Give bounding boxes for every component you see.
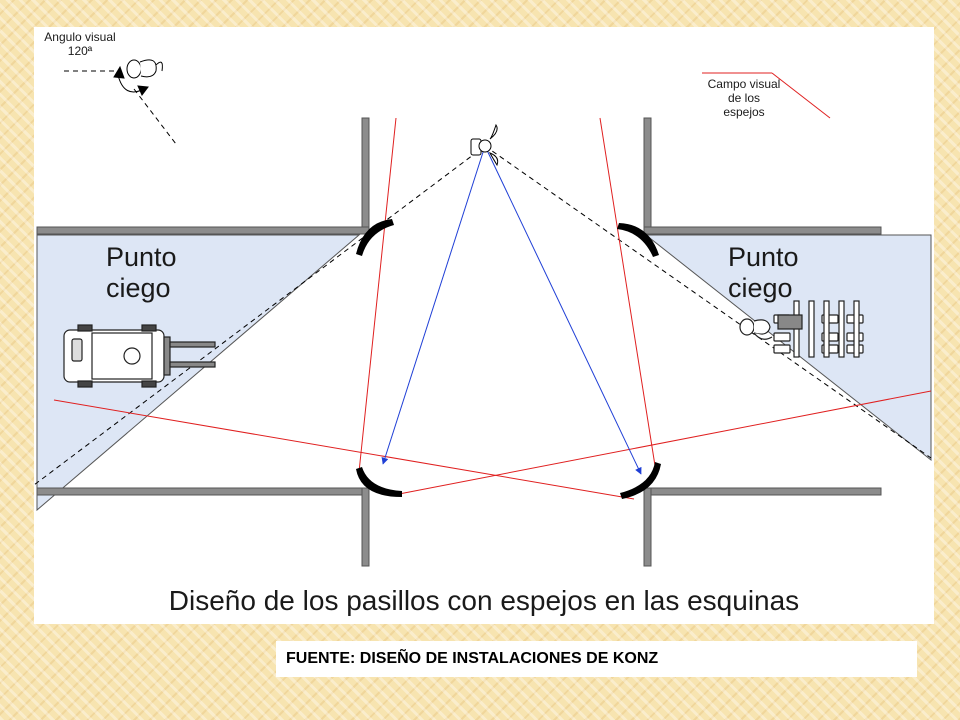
aisle-mirror-diagram	[34, 59, 932, 567]
mirror-top-left	[356, 219, 394, 256]
source-text: FUENTE: DISEÑO DE INSTALACIONES DE KONZ	[286, 650, 659, 667]
source-box: FUENTE: DISEÑO DE INSTALACIONES DE KONZ	[276, 641, 917, 677]
mirror-icon	[356, 219, 661, 499]
mirror-field-line1: Campo visual	[707, 77, 781, 91]
worker-icon	[739, 318, 773, 340]
vision-cone	[34, 145, 932, 486]
mirror-bottom-left	[356, 467, 402, 497]
mirror-bottom-right	[620, 462, 661, 499]
diagram-title: Diseño de los pasillos con espejos en la…	[168, 585, 800, 616]
blind-spot-left-text: Punto ciego	[106, 242, 177, 303]
visual-angle-label: Angulo visual 120ª	[30, 30, 130, 58]
slide-panel: Punto ciego Punto ciego Angulo visual 12…	[34, 27, 934, 624]
sight-arrows	[381, 145, 642, 475]
blind-spot-label-right: Punto ciego	[728, 242, 838, 304]
person-top-view-icon	[470, 123, 499, 167]
visual-angle-icon	[64, 59, 177, 145]
mirror-field-line2: de los	[727, 91, 761, 105]
blind-spot-label-left: Punto ciego	[106, 242, 216, 304]
mirror-field-line3: espejos	[723, 105, 765, 119]
blind-zone-left	[36, 234, 361, 512]
visual-angle-line1: Angulo visual	[44, 30, 116, 44]
pallet-rack-icon	[773, 300, 864, 358]
forklift-icon	[63, 324, 216, 388]
blind-spot-right-text: Punto ciego	[728, 242, 799, 303]
mirror-field-lines	[53, 72, 932, 500]
mirror-top-right	[617, 223, 659, 257]
visual-angle-line2: 120ª	[67, 44, 93, 58]
mirror-field-label: Campo visual de los espejos	[694, 77, 794, 119]
walls	[36, 117, 882, 567]
